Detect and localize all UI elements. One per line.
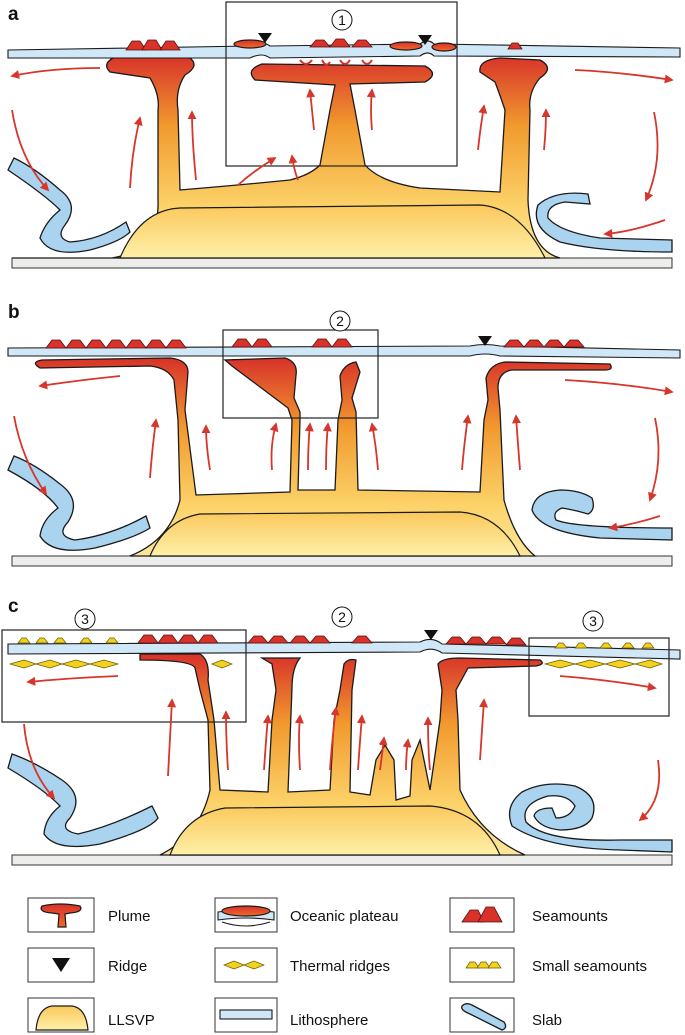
- plume-drips: [299, 59, 373, 66]
- box-number: 2: [336, 313, 344, 329]
- panel-label: a: [8, 4, 19, 25]
- llsvp: [169, 805, 501, 856]
- ridge-icon: [478, 336, 492, 346]
- convection-arrows: [23, 675, 661, 822]
- ridge-icon: [258, 33, 272, 43]
- small-seamounts: [17, 637, 655, 649]
- plume-body: [34, 357, 612, 557]
- legend-item-llsvp: LLSVP: [27, 997, 155, 1033]
- panel-label: b: [8, 302, 20, 323]
- lithosphere-icon: [219, 1009, 273, 1020]
- legend-label: Small seamounts: [532, 958, 647, 975]
- seamounts: [45, 338, 585, 349]
- highlight-box-1: [225, 1, 458, 167]
- slab-right: [535, 192, 673, 253]
- highlight-box-3-left: [1, 629, 247, 723]
- legend: Plume Oceanic plateau Seamounts Ridge: [27, 897, 647, 1033]
- legend-item-thermal-ridges: Thermal ridges: [214, 947, 390, 983]
- oceanic-plateau: [389, 41, 423, 51]
- lithosphere: [7, 638, 681, 660]
- legend-item-plume: Plume: [27, 897, 151, 933]
- slab-left: [7, 157, 131, 253]
- box-number-circle: [331, 9, 353, 31]
- legend-item-lithosphere: Lithosphere: [214, 997, 368, 1033]
- seamounts: [125, 38, 523, 51]
- legend-item-oceanic-plateau: Oceanic plateau: [214, 897, 398, 933]
- box-number-circle: [329, 310, 351, 332]
- llsvp: [119, 204, 546, 259]
- convection-arrows: [10, 67, 674, 238]
- ridge-icon: [52, 958, 70, 972]
- legend-item-seamounts: Seamounts: [449, 897, 608, 933]
- box-number: 3: [589, 613, 597, 629]
- panel-label: c: [8, 596, 19, 617]
- plume-body: [139, 653, 543, 856]
- small-seamounts-icon: [465, 961, 502, 969]
- legend-item-slab: Slab: [449, 997, 562, 1033]
- legend-label: Lithosphere: [290, 1012, 368, 1029]
- legend-label: Oceanic plateau: [290, 908, 398, 925]
- slab-right: [531, 489, 673, 541]
- box-number: 1: [338, 12, 346, 28]
- llsvp-icon: [35, 1005, 89, 1031]
- legend-item-small-seamounts: Small seamounts: [449, 947, 647, 983]
- panel-b: b 2: [7, 302, 681, 567]
- highlight-box-3-right: [528, 637, 670, 717]
- core-mantle-boundary: [11, 555, 673, 567]
- oceanic-plateau: [233, 39, 267, 49]
- llsvp: [149, 511, 521, 557]
- ridge-icon: [418, 35, 432, 45]
- plume-icon: [40, 903, 82, 928]
- seamounts-icon: [461, 906, 503, 923]
- box-number-circle: [74, 608, 96, 630]
- highlight-box-2: [222, 329, 379, 419]
- legend-label: Thermal ridges: [290, 958, 390, 975]
- slab-right: [508, 783, 673, 853]
- legend-label: Seamounts: [532, 908, 608, 925]
- legend-label: Plume: [108, 908, 151, 925]
- legend-label: Ridge: [108, 958, 147, 975]
- thermal-ridges-icon: [223, 960, 265, 970]
- core-mantle-boundary: [11, 854, 673, 866]
- box-number-circle: [582, 610, 604, 632]
- slab-left: [7, 455, 151, 551]
- box-number: 3: [81, 611, 89, 627]
- legend-label: LLSVP: [108, 1012, 155, 1029]
- slab-icon: [461, 1003, 507, 1031]
- oceanic-plateau: [431, 42, 457, 52]
- box-number: 2: [338, 609, 346, 625]
- convection-arrows: [13, 375, 674, 532]
- legend-label: Slab: [532, 1012, 562, 1029]
- box-number-circle: [331, 606, 353, 628]
- core-mantle-boundary: [11, 257, 673, 269]
- legend-item-ridge: Ridge: [27, 947, 147, 983]
- seamounts: [137, 634, 527, 646]
- thermal-ridges: [8, 659, 664, 669]
- oceanic-plateau-icon: [217, 905, 275, 927]
- slab-left: [7, 753, 159, 848]
- ridge-icon: [424, 630, 438, 640]
- panel-a: a: [7, 1, 681, 269]
- panel-c: c: [1, 596, 681, 866]
